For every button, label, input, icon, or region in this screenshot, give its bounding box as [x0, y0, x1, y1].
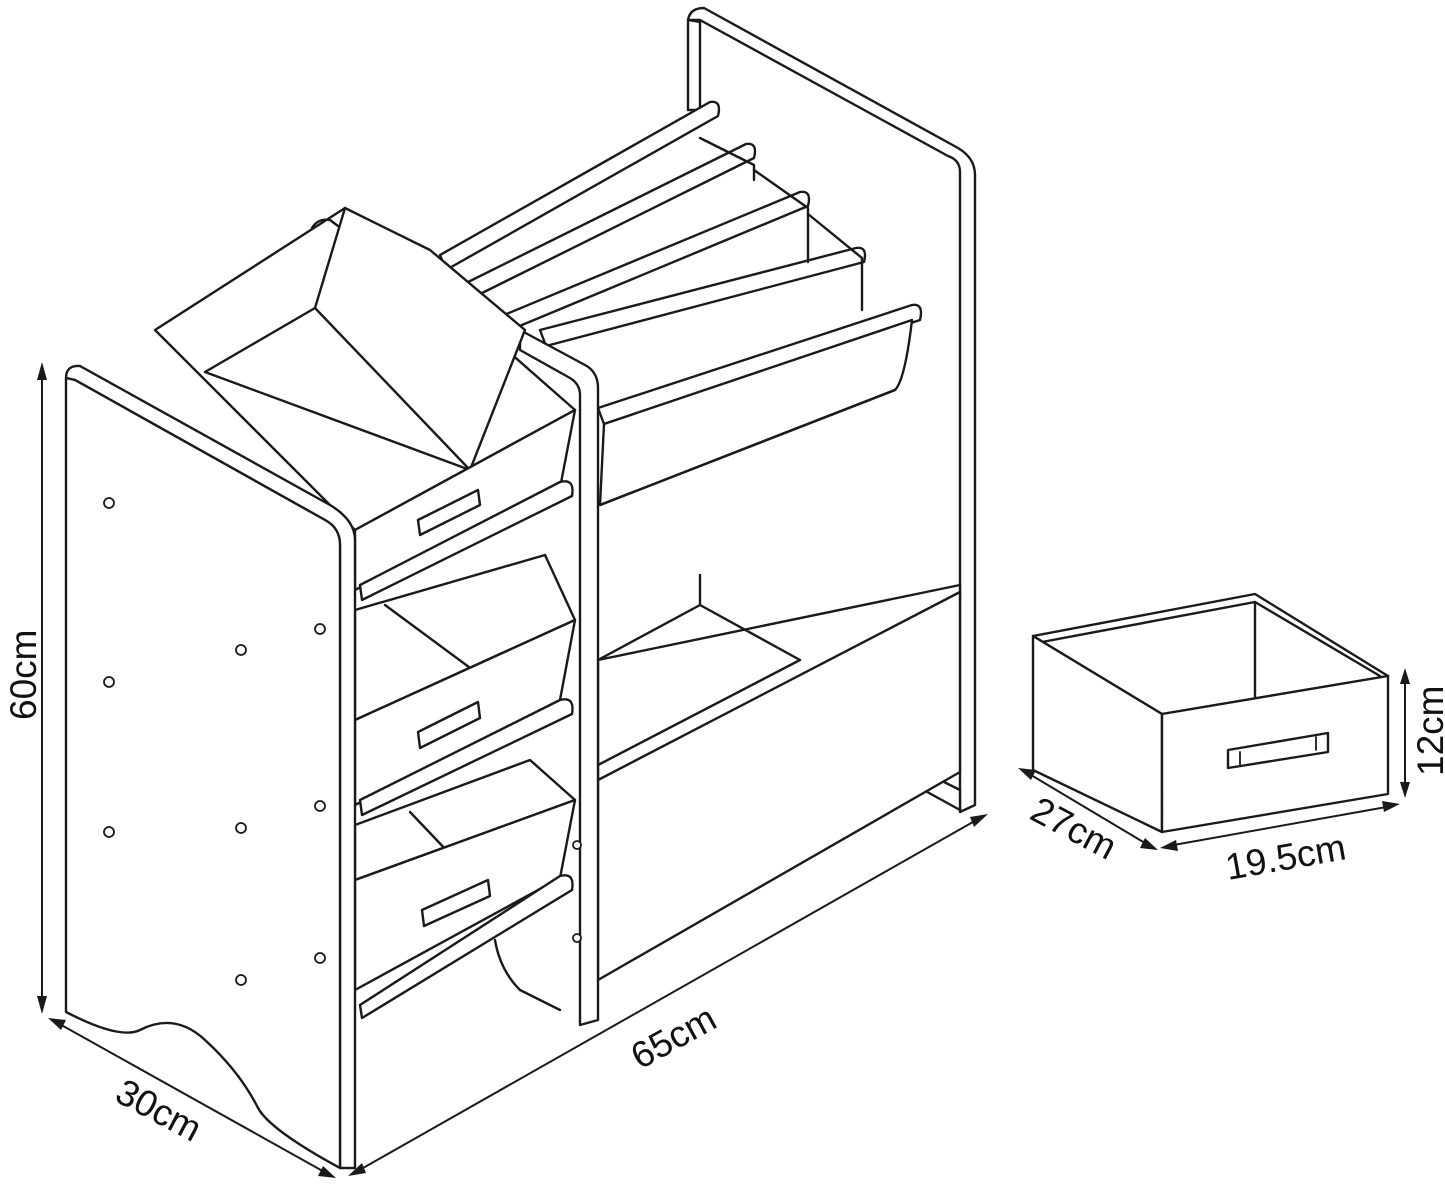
dimension-height — [37, 362, 47, 1014]
left-side-panel — [64, 364, 582, 1170]
dimension-bin-depth — [1018, 768, 1158, 850]
middle-left-bin — [353, 553, 577, 807]
bottom-left-bin — [353, 758, 577, 1012]
height-label: 60cm — [3, 630, 44, 720]
width-label: 65cm — [624, 997, 723, 1077]
depth-label: 30cm — [109, 1071, 208, 1150]
fabric-slings — [598, 136, 914, 507]
bin-width-label: 19.5cm — [1222, 826, 1349, 887]
bin-height-label: 12cm — [1410, 686, 1445, 776]
dimension-bin-height — [1400, 668, 1410, 798]
left-section-rods — [358, 480, 574, 1020]
dimension-depth — [48, 1018, 336, 1178]
separate-storage-bin — [1031, 592, 1390, 834]
middle-divider-panel — [518, 328, 600, 1027]
dimension-bin-width — [1160, 801, 1400, 851]
dimension-width — [348, 814, 988, 1176]
top-left-bin — [153, 206, 577, 592]
sling-rods — [438, 100, 923, 426]
lower-right-compartment — [596, 573, 962, 982]
